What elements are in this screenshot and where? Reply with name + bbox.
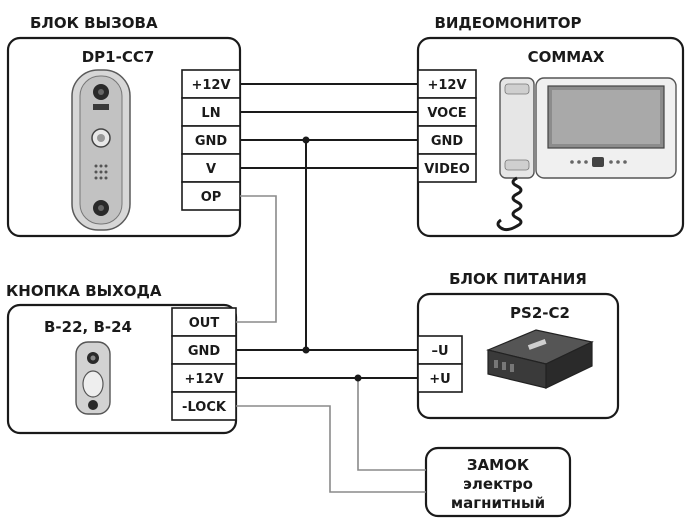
- lock-line-1: ЗАМОК: [467, 456, 530, 474]
- exit-button-section-label: КНОПКА ВЫХОДА: [6, 282, 162, 300]
- lock-line-2: электро: [463, 475, 533, 493]
- psu-terminal-minus: –U: [431, 344, 448, 359]
- exit-button-model: B-22, B-24: [44, 318, 132, 336]
- psu-terminal-plus: +U: [429, 372, 450, 387]
- junction-dot: [302, 346, 310, 354]
- monitor-terminal-cell: [417, 125, 477, 155]
- call-terminal-12v: +12V: [191, 78, 230, 93]
- psu-terminal-cell: [417, 363, 463, 393]
- monitor-section-label: ВИДЕОМОНИТОР: [434, 14, 581, 32]
- exit-terminal-cell: [171, 363, 237, 393]
- video-monitor-icon: [496, 77, 677, 232]
- monitor-terminal-gnd: GND: [431, 134, 464, 149]
- monitor-terminal-voce: VOCE: [427, 106, 466, 121]
- power-supply-model: PS2-C2: [510, 304, 570, 322]
- call-block-terminals: +12V LN GND V OP: [181, 69, 241, 211]
- monitor-model: COMMAX: [528, 48, 605, 66]
- call-terminal-v: V: [206, 162, 216, 177]
- monitor-terminal-12v: +12V: [427, 78, 466, 93]
- psu-terminal-cell: [417, 335, 463, 365]
- call-terminal-cell: [181, 153, 241, 183]
- call-terminal-ln: LN: [201, 106, 220, 121]
- exit-terminal-12v: +12V: [184, 372, 223, 387]
- lock-line-3: магнитный: [451, 494, 545, 512]
- call-terminal-gnd: GND: [195, 134, 228, 149]
- call-terminal-cell: [181, 181, 241, 211]
- call-terminal-cell: [181, 125, 241, 155]
- call-terminal-op: OP: [201, 190, 222, 205]
- exit-terminal-gnd: GND: [188, 344, 221, 359]
- call-terminal-cell: [181, 69, 241, 99]
- call-block-section-label: БЛОК ВЫЗОВА: [30, 14, 158, 32]
- junction-dot: [302, 136, 310, 144]
- wire-lock-12v: [357, 378, 426, 471]
- monitor-terminals: +12V VOCE GND VIDEO: [417, 69, 477, 183]
- wire-lock-minus: [236, 405, 426, 493]
- power-supply-terminals: –U +U: [417, 335, 463, 393]
- wire-op-out: [236, 195, 277, 323]
- exit-button-icon: [75, 341, 111, 415]
- lock-box: [424, 446, 572, 518]
- wires: [236, 83, 426, 493]
- power-supply-section-label: БЛОК ПИТАНИЯ: [449, 270, 587, 288]
- call-block-model: DP1-CC7: [82, 48, 155, 66]
- monitor-terminal-video: VIDEO: [424, 162, 470, 177]
- exit-terminal-lock: -LOCK: [182, 400, 227, 415]
- monitor-terminal-cell: [417, 97, 477, 127]
- exit-terminal-out: OUT: [189, 316, 220, 331]
- junction-dot: [354, 374, 362, 382]
- exit-button-terminals: OUT GND +12V -LOCK: [171, 307, 237, 421]
- call-panel-icon: [71, 69, 131, 231]
- exit-terminal-cell: [171, 335, 237, 365]
- power-supply-icon: [486, 329, 594, 389]
